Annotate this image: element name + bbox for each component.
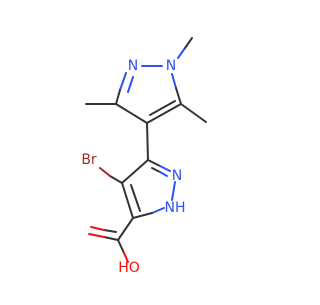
bond-co-double-c2	[103, 229, 117, 233]
bond-c4b-br-br-half	[99, 167, 111, 177]
bond-co-double-o	[88, 233, 105, 238]
bond-c4-c5-double	[149, 100, 176, 116]
bond-c5b-c4b	[121, 182, 134, 219]
bond-c4b-c3b	[121, 159, 149, 184]
atom-oh-label: HO	[118, 260, 140, 276]
bond-c3b-n2b-c-half	[147, 159, 161, 167]
bond-ring-link	[146, 122, 149, 161]
atom-br-label: Br	[81, 152, 97, 168]
bond-n2-c3	[119, 72, 127, 91]
bond-n1b-c5b-c-half	[132, 212, 153, 219]
bond-n1-methyl-c-half	[184, 37, 193, 49]
bond-c5b-cooh	[117, 217, 134, 241]
bond-n2b-n1b	[171, 181, 176, 201]
bond-c4-c5	[146, 103, 182, 124]
bond-c-oh-o-half	[123, 252, 129, 263]
bond-n1-c5-c-half	[175, 87, 182, 105]
bond-n1b-c5b-n-half	[151, 207, 165, 214]
bond-co-double-o2	[90, 226, 105, 231]
atom-n1-label: N	[166, 58, 176, 74]
bond-n1-methyl-n-half	[177, 47, 186, 59]
bond-co-double-c	[103, 236, 119, 241]
bond-c3b-n2b-n-half	[159, 165, 171, 172]
molecule-canvas: N N Br N NH HO	[81, 37, 207, 276]
bond-c3-c4	[115, 103, 148, 124]
bond-c5b-c4b-double	[130, 184, 141, 212]
atom-nh-label: NH	[165, 200, 186, 216]
bond-c4b-br-c-half	[109, 175, 123, 184]
bond-c3-n2-carbon-half	[115, 89, 121, 105]
bond-c5-methyl	[180, 103, 207, 123]
atom-n2-label: N	[128, 58, 138, 74]
top-pyrazole-ring	[85, 37, 207, 124]
bond-n2-c3-double	[127, 76, 134, 93]
atom-n2b-label: N	[172, 168, 182, 184]
bottom-pyrazole-ring	[88, 159, 176, 263]
bond-c3b-n2b-double-c	[151, 167, 161, 173]
molecule-structure: N N Br N NH HO	[81, 37, 207, 276]
bond-n1-c5-n-half	[171, 73, 177, 89]
bond-c-oh-c-half	[117, 239, 125, 254]
bond-c3b-n2b-double-n	[159, 171, 168, 177]
